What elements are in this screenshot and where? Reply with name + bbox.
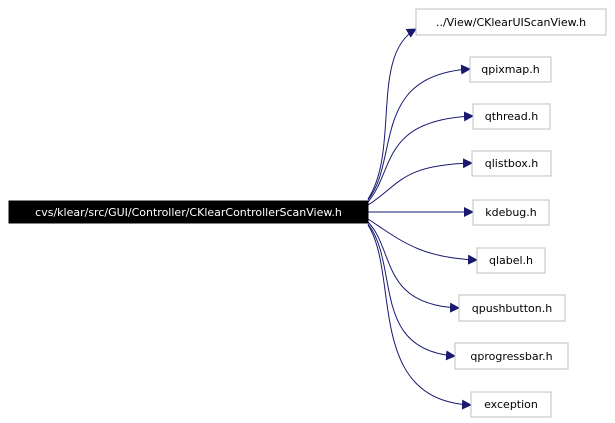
include-node-box bbox=[472, 103, 551, 130]
source-node-box bbox=[8, 200, 369, 224]
include-node-kdebug[interactable]: kdebug.h bbox=[472, 199, 550, 226]
edge-to-qlabel bbox=[367, 218, 478, 265]
include-node-qpixmap[interactable]: qpixmap.h bbox=[469, 56, 552, 83]
include-node-qlabel[interactable]: qlabel.h bbox=[476, 247, 546, 274]
include-node-label: exception bbox=[484, 398, 538, 411]
include-node-box bbox=[415, 8, 607, 36]
include-node-box bbox=[454, 342, 569, 370]
include-node-box bbox=[472, 199, 550, 226]
include-node-box bbox=[476, 247, 546, 274]
edge-to-qthread bbox=[367, 111, 474, 203]
include-node-box bbox=[471, 150, 552, 177]
include-node-label: ../View/CKlearUIScanView.h bbox=[436, 16, 586, 29]
include-node-label: qlabel.h bbox=[489, 254, 533, 267]
edge-to-qpushbutton bbox=[367, 221, 460, 313]
edges bbox=[367, 28, 478, 410]
edge-to-qpixmap bbox=[367, 64, 471, 201]
include-node-view[interactable]: ../View/CKlearUIScanView.h bbox=[415, 8, 607, 36]
source-node[interactable]: cvs/klear/src/GUI/Controller/CKlearContr… bbox=[8, 200, 369, 224]
edge-to-exception bbox=[367, 224, 472, 410]
include-node-box bbox=[469, 56, 552, 83]
include-node-qpushbutton[interactable]: qpushbutton.h bbox=[458, 294, 566, 322]
include-node-qthread[interactable]: qthread.h bbox=[472, 103, 551, 130]
include-node-label: qlistbox.h bbox=[485, 157, 539, 170]
edge-to-view bbox=[367, 28, 417, 200]
include-node-label: qpushbutton.h bbox=[472, 302, 552, 315]
include-node-label: kdebug.h bbox=[485, 206, 537, 219]
source-node-label: cvs/klear/src/GUI/Controller/CKlearContr… bbox=[35, 206, 342, 219]
include-node-qprogressbar[interactable]: qprogressbar.h bbox=[454, 342, 569, 370]
edge-to-qlistbox bbox=[367, 158, 473, 206]
edge-to-qprogressbar bbox=[367, 223, 456, 361]
include-node-box bbox=[470, 391, 552, 418]
include-node-qlistbox[interactable]: qlistbox.h bbox=[471, 150, 552, 177]
include-node-label: qpixmap.h bbox=[481, 63, 539, 76]
include-node-label: qprogressbar.h bbox=[470, 350, 552, 363]
include-node-box bbox=[458, 294, 566, 322]
include-node-exception[interactable]: exception bbox=[470, 391, 552, 418]
include-node-label: qthread.h bbox=[485, 110, 539, 123]
